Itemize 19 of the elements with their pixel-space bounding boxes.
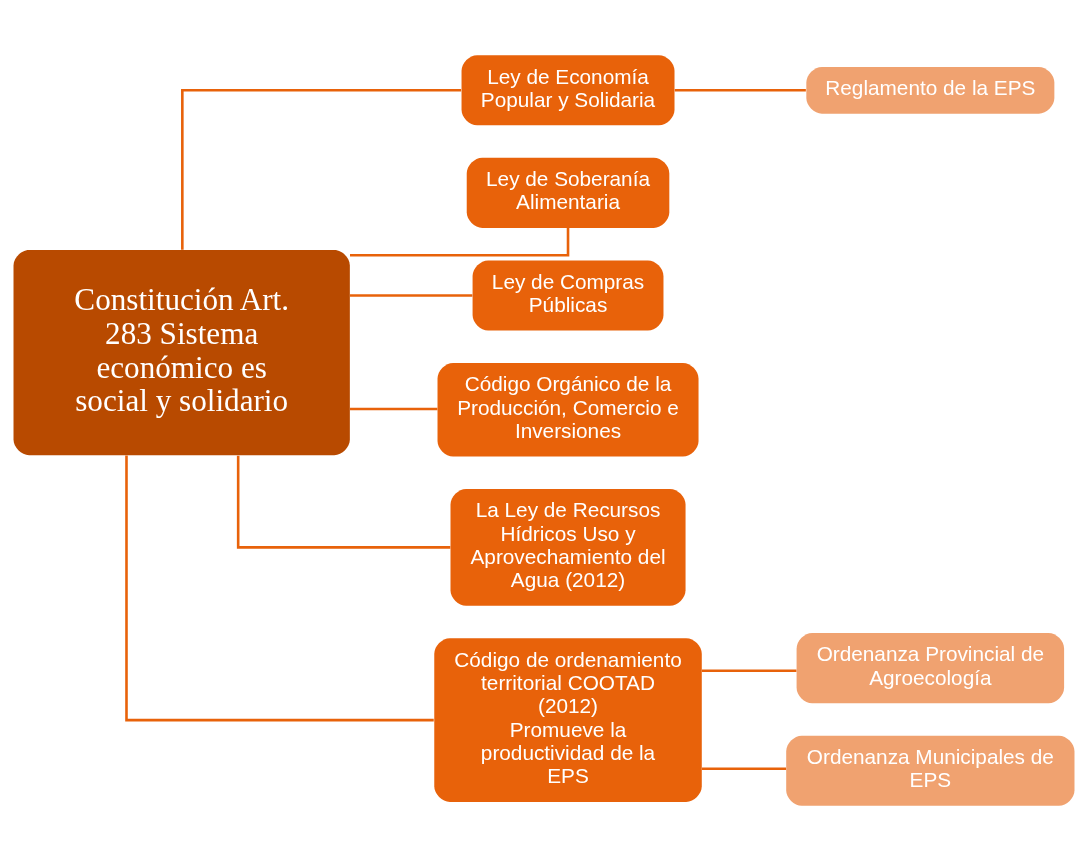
node-box: Ordenanza Provincial de Agroecología bbox=[796, 633, 1065, 704]
connector bbox=[701, 767, 787, 771]
connector bbox=[125, 455, 434, 722]
node-box: La Ley de Recursos Hídricos Uso y Aprovechamiento del Agua (2012) bbox=[450, 488, 686, 606]
node-box: Constitución Art. 283 Sistema económico es social y solidario bbox=[13, 250, 350, 456]
connector bbox=[350, 407, 438, 411]
connector bbox=[181, 88, 462, 250]
node-box: Código Orgánico de la Producción, Comercio e Inversiones bbox=[437, 362, 699, 457]
node-box: Ley de Compras Públicas bbox=[472, 260, 664, 331]
connector bbox=[236, 455, 451, 549]
connector bbox=[701, 669, 797, 673]
connector bbox=[350, 294, 473, 297]
node-box: Ordenanza Municipales de EPS bbox=[786, 735, 1075, 806]
node-box: Ley de Economía Popular y Solidaria bbox=[461, 55, 675, 126]
node-box: Código de ordenamiento territorial COOTAD (2012) Promueve la productividad de la EPS bbox=[434, 638, 702, 802]
node-box: Reglamento de la EPS bbox=[806, 66, 1055, 114]
connector bbox=[674, 88, 806, 92]
node-box: Ley de Soberanía Alimentaria bbox=[466, 157, 670, 228]
connector bbox=[350, 228, 570, 257]
